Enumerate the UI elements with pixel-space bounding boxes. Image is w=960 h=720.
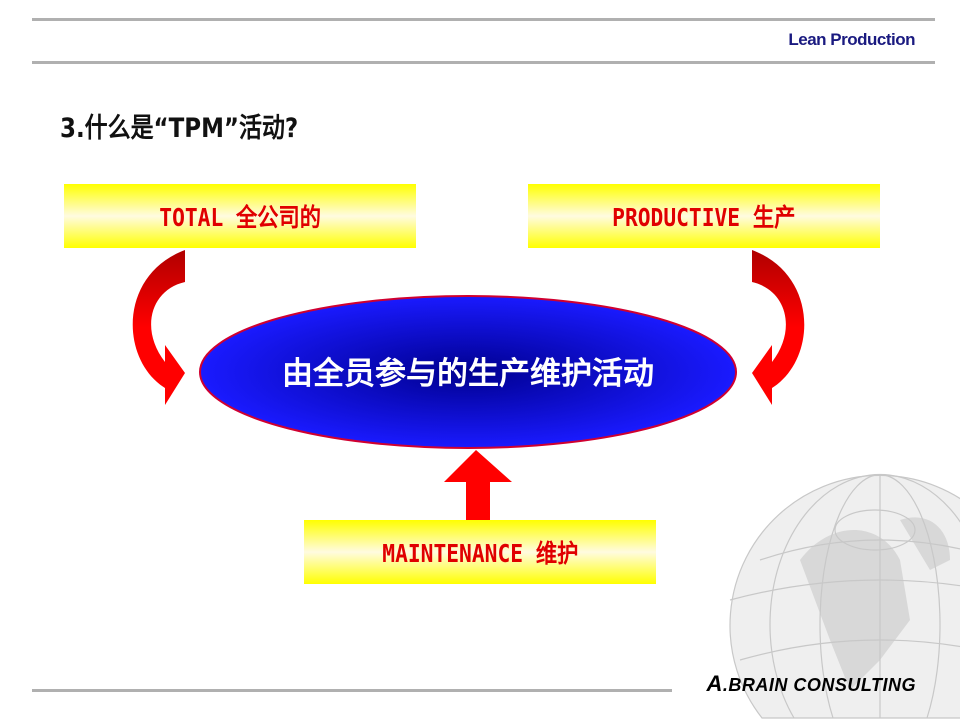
footer-rule bbox=[32, 689, 672, 692]
productive-label: PRODUCTIVE 生产 bbox=[612, 203, 796, 232]
total-box: TOTAL 全公司的 bbox=[64, 184, 416, 248]
brand-name: .BRAIN CONSULTING bbox=[722, 675, 916, 695]
top-rule bbox=[32, 18, 935, 21]
total-label: TOTAL 全公司的 bbox=[159, 203, 321, 232]
header-rule bbox=[32, 61, 935, 64]
curved-arrow-right bbox=[752, 250, 805, 405]
up-arrow bbox=[444, 450, 512, 520]
maintenance-label: MAINTENANCE 维护 bbox=[381, 539, 579, 568]
brand-initial: A bbox=[706, 671, 723, 696]
brand-logo: A.BRAIN CONSULTING bbox=[706, 671, 916, 697]
globe-watermark bbox=[729, 473, 960, 719]
maintenance-box: MAINTENANCE 维护 bbox=[304, 520, 656, 584]
header-title: Lean Production bbox=[788, 30, 915, 49]
center-text: 由全员参与的生产维护活动 bbox=[282, 356, 654, 392]
page-title: 3.什么是“TPM”活动? bbox=[60, 113, 299, 144]
curved-arrow-left bbox=[132, 250, 185, 405]
center-ellipse bbox=[199, 295, 737, 449]
productive-box: PRODUCTIVE 生产 bbox=[528, 184, 880, 248]
